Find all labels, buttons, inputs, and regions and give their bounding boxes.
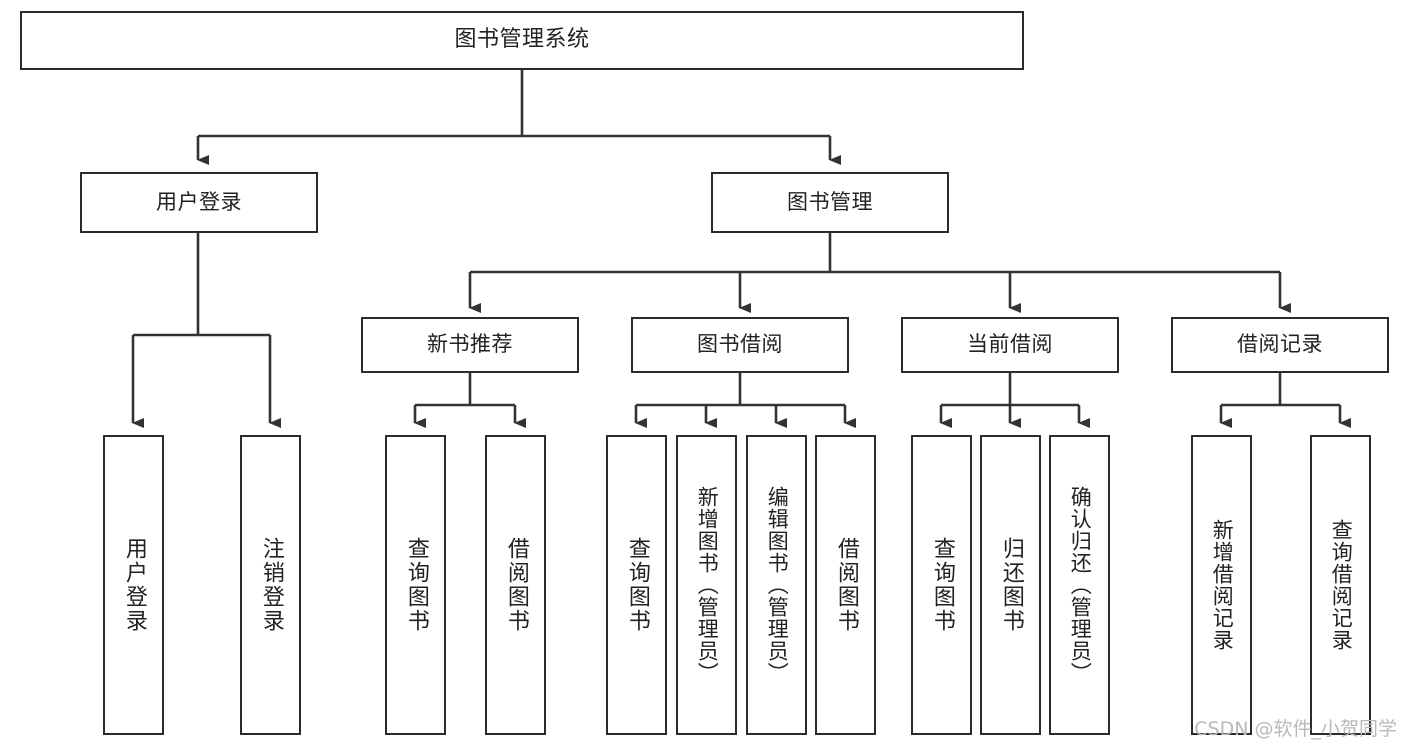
node-user-login[interactable]: 用户登录 (80, 172, 318, 233)
node-label: 用户登录 (156, 189, 242, 214)
node-label: 归还图书 (998, 537, 1024, 633)
node-label: 新增借阅记录 (1210, 519, 1235, 651)
node-label: 借阅记录 (1237, 332, 1323, 357)
node-book-borrow[interactable]: 图书借阅 (631, 317, 849, 373)
node-label: 图书管理 (787, 189, 873, 214)
node-leaf-query-book-borrow[interactable]: 查询图书 (606, 435, 667, 735)
node-leaf-add-book-admin[interactable]: 新增图书（管理员） (676, 435, 737, 735)
node-new-book-recommend[interactable]: 新书推荐 (361, 317, 579, 373)
node-leaf-query-book-recommend[interactable]: 查询图书 (385, 435, 446, 735)
node-leaf-borrow-book[interactable]: 借阅图书 (815, 435, 876, 735)
node-label: 注销登录 (258, 537, 284, 633)
node-label: 查询借阅记录 (1329, 519, 1354, 651)
node-label: 新增图书（管理员） (695, 486, 720, 684)
node-label: 图书借阅 (697, 332, 783, 357)
node-leaf-borrow-book-recommend[interactable]: 借阅图书 (485, 435, 546, 735)
node-label: 确认归还（管理员） (1068, 486, 1093, 684)
node-leaf-edit-book-admin[interactable]: 编辑图书（管理员） (746, 435, 807, 735)
node-current-borrow[interactable]: 当前借阅 (901, 317, 1119, 373)
node-leaf-user-login[interactable]: 用户登录 (103, 435, 164, 735)
node-leaf-return-book[interactable]: 归还图书 (980, 435, 1041, 735)
node-leaf-query-borrow-record[interactable]: 查询借阅记录 (1310, 435, 1371, 735)
node-label: 查询图书 (929, 537, 955, 633)
node-label: 新书推荐 (427, 332, 513, 357)
watermark-text: CSDN @软件_小贺同学 (1194, 718, 1397, 740)
node-leaf-add-borrow-record[interactable]: 新增借阅记录 (1191, 435, 1252, 735)
node-label: 借阅图书 (503, 537, 529, 633)
node-label: 查询图书 (624, 537, 650, 633)
node-leaf-confirm-return-admin[interactable]: 确认归还（管理员） (1049, 435, 1110, 735)
node-label: 图书管理系统 (454, 27, 590, 53)
node-label: 当前借阅 (967, 332, 1053, 357)
node-label: 查询图书 (403, 537, 429, 633)
node-borrow-record[interactable]: 借阅记录 (1171, 317, 1389, 373)
node-label: 编辑图书（管理员） (765, 486, 790, 684)
node-label: 借阅图书 (833, 537, 859, 633)
node-leaf-query-book-current[interactable]: 查询图书 (911, 435, 972, 735)
node-root-system[interactable]: 图书管理系统 (20, 11, 1024, 70)
node-leaf-logout[interactable]: 注销登录 (240, 435, 301, 735)
node-label: 用户登录 (121, 537, 147, 633)
node-book-management[interactable]: 图书管理 (711, 172, 949, 233)
